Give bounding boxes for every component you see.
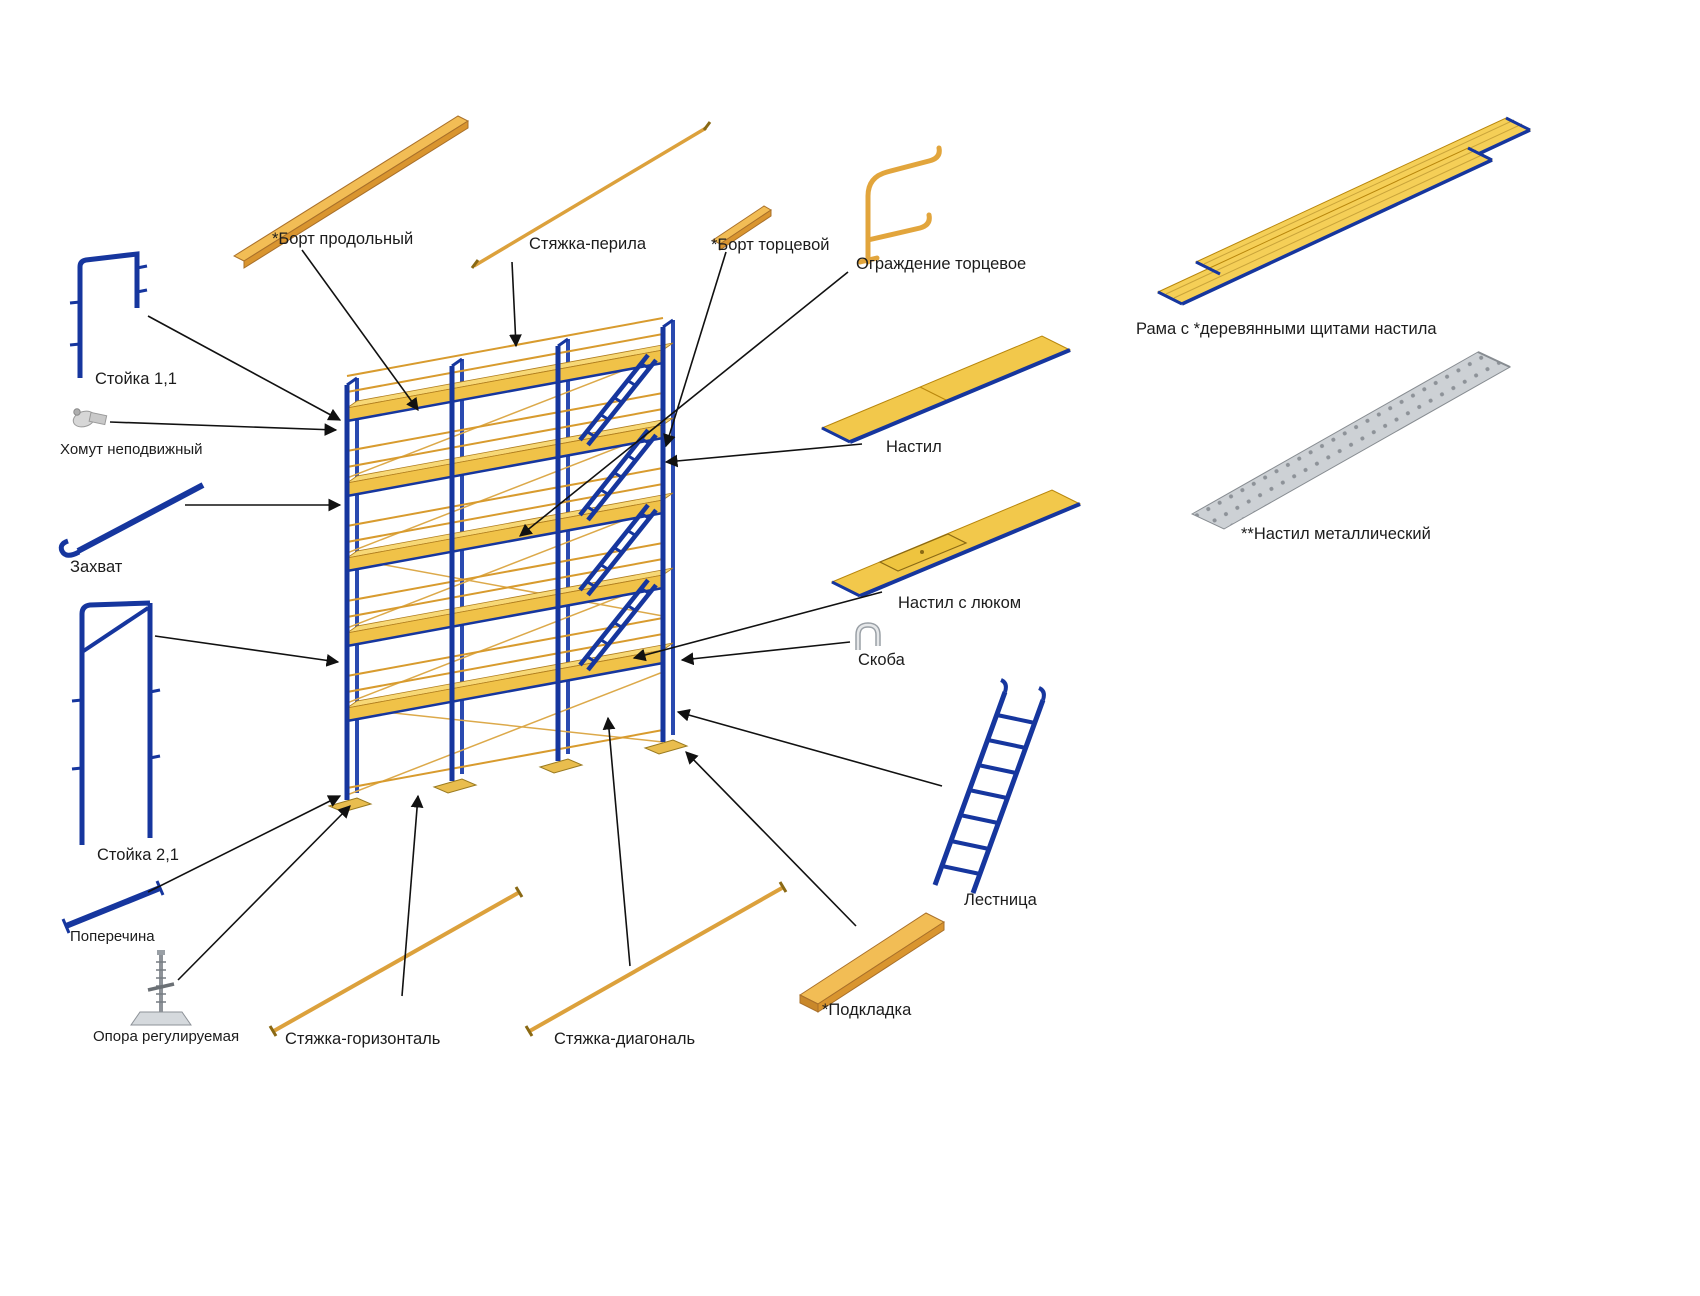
arrow-bort-prodolny — [301, 249, 419, 412]
arrow-styazhka-perila — [509, 261, 522, 348]
scaffold-diagonal-ties — [346, 354, 664, 796]
label-zakhvat: Захват — [70, 558, 123, 576]
scaffold-front-posts — [344, 327, 666, 800]
component-poperechina-crossbar — [61, 880, 165, 934]
label-bort-prodolny: *Борт продольный — [272, 230, 414, 248]
label-nastil-lyuk: Настил с люком — [898, 594, 1022, 612]
arrow-stoika-2-1 — [154, 635, 340, 667]
component-rama-wood-deck-frame — [1156, 116, 1532, 306]
label-stoika-2-1: Стойка 2,1 — [97, 846, 179, 864]
label-lestnitsa: Лестница — [964, 891, 1037, 909]
component-zakhvat-grip — [58, 482, 205, 558]
component-nastil-metal-deck — [1190, 351, 1512, 530]
component-stoika-1-1 — [69, 251, 148, 378]
component-khomut-clamp — [72, 408, 108, 428]
arrow-bort-tortsevoy — [663, 251, 727, 448]
scaffold-base-pads — [327, 739, 689, 813]
label-nastil: Настил — [886, 438, 942, 456]
assembled-scaffold — [327, 317, 689, 813]
scaffold-guard-rails — [346, 317, 664, 789]
component-skoba-bracket — [855, 622, 881, 650]
label-bort-tortsevoy: *Борт торцевой — [711, 236, 830, 254]
component-bort-prodolny-board — [232, 115, 470, 269]
scaffold-post-top-links — [346, 318, 674, 387]
component-nastil-deck — [820, 335, 1072, 444]
label-styazhka-gorizontal: Стяжка-горизонталь — [285, 1030, 441, 1048]
arrow-nastil-lyuk — [632, 591, 883, 662]
arrow-podkladka — [685, 751, 857, 927]
component-stoika-2-1 — [71, 600, 161, 845]
label-ograzhdenie: Ограждение торцевое — [856, 255, 1027, 273]
arrow-lestnitsa — [676, 708, 943, 787]
arrow-poperechina — [147, 795, 342, 893]
label-styazhka-perila: Стяжка-перила — [529, 235, 647, 253]
arrow-opora — [177, 805, 351, 981]
label-skoba: Скоба — [858, 651, 905, 669]
arrow-styazhka-gorizontal — [401, 794, 424, 997]
arrow-khomut — [109, 421, 338, 436]
component-opora-adjustable-jack — [130, 950, 192, 1026]
label-podkladka: *Подкладка — [822, 1001, 912, 1019]
component-bort-tortsevoy-board — [712, 205, 772, 251]
arrow-styazhka-diagonal — [602, 716, 631, 967]
label-khomut: Хомут неподвижный — [60, 441, 203, 458]
label-styazhka-diagonal: Стяжка-диагональ — [554, 1030, 696, 1048]
arrow-stoika-1-1 — [147, 315, 342, 421]
scaffold-ledgers — [346, 361, 664, 723]
component-ograzhdenie-end-guard — [857, 145, 942, 265]
label-stoika-1-1: Стойка 1,1 — [95, 370, 177, 388]
callout-arrows — [109, 249, 943, 997]
component-styazhka-perila-rail — [470, 121, 712, 269]
component-lestnitsa-ladder — [932, 678, 1046, 894]
arrow-ograzhdenie — [519, 271, 849, 537]
label-rama: Рама с *деревянными щитами настила — [1136, 320, 1437, 338]
label-poperechina: Поперечина — [70, 928, 155, 945]
component-styazhka-gorizontal-rod — [268, 886, 524, 1037]
label-nastil-metal: **Настил металлический — [1241, 525, 1431, 543]
arrow-nastil — [664, 443, 863, 468]
component-nastil-hatch-deck — [830, 489, 1082, 598]
component-styazhka-diagonal-rod — [524, 881, 788, 1037]
arrow-skoba — [680, 641, 851, 666]
label-opora: Опора регулируемая — [93, 1028, 240, 1045]
scaffold-back-posts — [355, 320, 675, 793]
component-podkladka-pad — [798, 912, 946, 1013]
